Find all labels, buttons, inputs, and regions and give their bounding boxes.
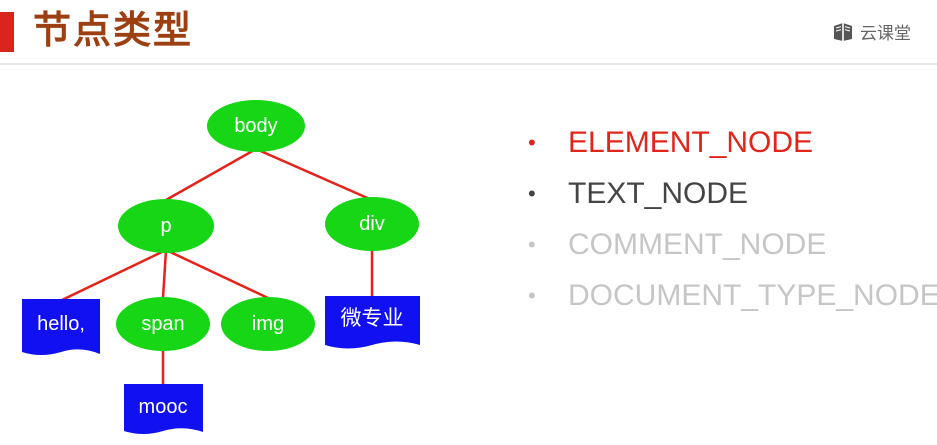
list-item: • COMMENT_NODE: [528, 219, 937, 270]
node-p-label: p: [160, 215, 171, 237]
list-item: • TEXT_NODE: [528, 168, 937, 219]
bullet: •: [528, 129, 536, 155]
node-body-label: body: [234, 115, 277, 137]
edge-p-img: [165, 248, 269, 300]
brand-logo: 云课堂: [832, 19, 911, 44]
header-divider: [0, 63, 937, 65]
node-type-list: • ELEMENT_NODE • TEXT_NODE • COMMENT_NOD…: [528, 117, 937, 321]
node-weizhuanye-label: 微专业: [341, 306, 404, 330]
list-item: • DOCUMENT_TYPE_NODE: [528, 270, 937, 321]
node-mooc-label: mooc: [139, 396, 188, 418]
node-div-label: div: [359, 213, 385, 235]
node-type-label: TEXT_NODE: [568, 176, 749, 210]
list-item: • ELEMENT_NODE: [528, 117, 937, 168]
node-type-label: COMMENT_NODE: [568, 227, 827, 261]
brand-name: 云课堂: [860, 24, 911, 44]
node-span: [116, 297, 210, 351]
node-span-label: span: [141, 313, 184, 335]
node-mooc-shape: [124, 384, 203, 434]
slide-title: 节点类型: [33, 8, 194, 52]
node-hello-shape: [22, 299, 100, 355]
bullet: •: [528, 282, 536, 308]
edge-p-span: [161, 249, 168, 299]
node-type-label: ELEMENT_NODE: [568, 125, 814, 159]
node-weizhuanye-shape: [325, 296, 420, 349]
edge-p-hello: [61, 248, 167, 302]
edge-body-p: [165, 147, 257, 202]
node-hello-label: hello,: [37, 313, 85, 335]
bullet: •: [528, 231, 536, 257]
node-img: [221, 297, 315, 351]
bullet: •: [528, 180, 536, 206]
title-accent-bar: [0, 12, 14, 52]
node-p: [118, 199, 214, 253]
edge-body-div: [255, 147, 373, 202]
node-type-label: DOCUMENT_TYPE_NODE: [568, 278, 937, 312]
node-div: [325, 197, 419, 251]
node-body: [207, 100, 305, 152]
book-icon: [832, 22, 854, 42]
node-img-label: img: [252, 313, 284, 335]
